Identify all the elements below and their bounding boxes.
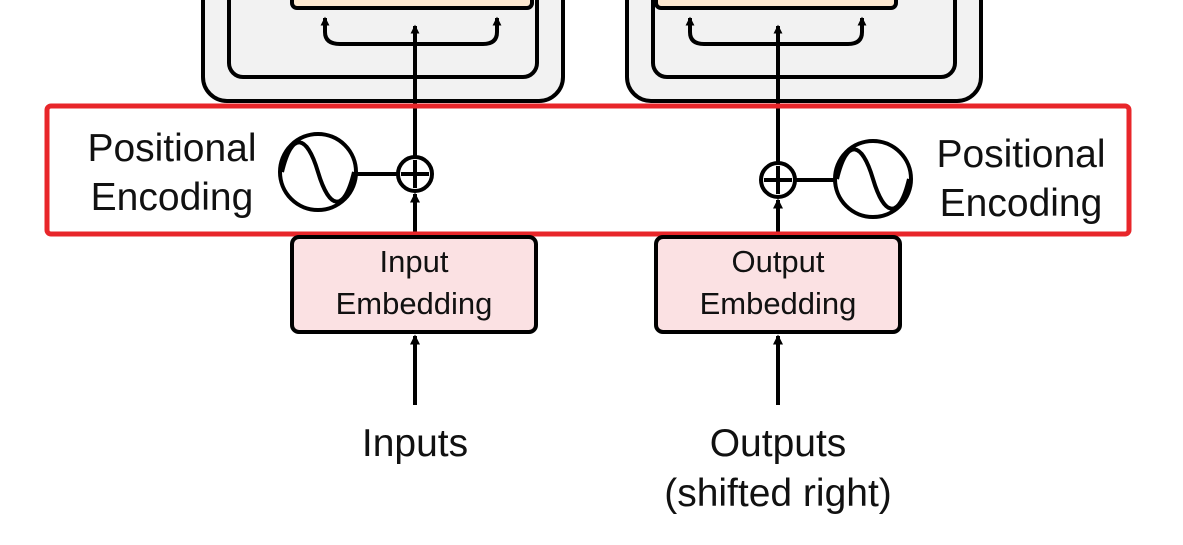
decoder-stack bbox=[625, 0, 983, 103]
encoder-branch-right bbox=[415, 16, 502, 46]
sine-wave-in-circle-icon bbox=[278, 132, 358, 212]
encoder-attention-box bbox=[290, 0, 534, 10]
inputs-label: Inputs bbox=[362, 422, 468, 465]
output-embedding-label-line1: Output bbox=[731, 244, 824, 279]
input-embedding-label-line1: Input bbox=[380, 244, 449, 279]
sine-wave-in-circle-icon bbox=[833, 139, 913, 219]
output-embedding-box: Output Embedding bbox=[654, 235, 902, 334]
outputs-label-line1: Outputs bbox=[710, 422, 847, 465]
output-embedding-label-line2: Embedding bbox=[700, 286, 857, 321]
input-embedding-box: Input Embedding bbox=[290, 235, 538, 334]
decoder-branch-left bbox=[685, 16, 778, 46]
decoder-branch-right bbox=[778, 16, 867, 46]
circled-plus-icon bbox=[396, 155, 434, 193]
encoder-positional-encoding-label-line1: Positional bbox=[87, 127, 256, 170]
decoder-positional-encoding-label-line1: Positional bbox=[936, 133, 1105, 176]
decoder-positional-encoding-label-line2: Encoding bbox=[940, 182, 1103, 225]
decoder-sublayer-block bbox=[651, 0, 957, 79]
outputs-label-line2: (shifted right) bbox=[664, 472, 892, 515]
encoder-positional-encoding-label-line2: Encoding bbox=[91, 176, 254, 219]
encoder-stack bbox=[201, 0, 565, 103]
input-embedding-label-line2: Embedding bbox=[336, 286, 493, 321]
positional-encoding-highlight-box bbox=[44, 103, 1132, 237]
circled-plus-icon bbox=[759, 161, 797, 199]
decoder-attention-box bbox=[654, 0, 898, 10]
encoder-sublayer-block bbox=[227, 0, 539, 79]
encoder-branch-left bbox=[320, 16, 415, 46]
